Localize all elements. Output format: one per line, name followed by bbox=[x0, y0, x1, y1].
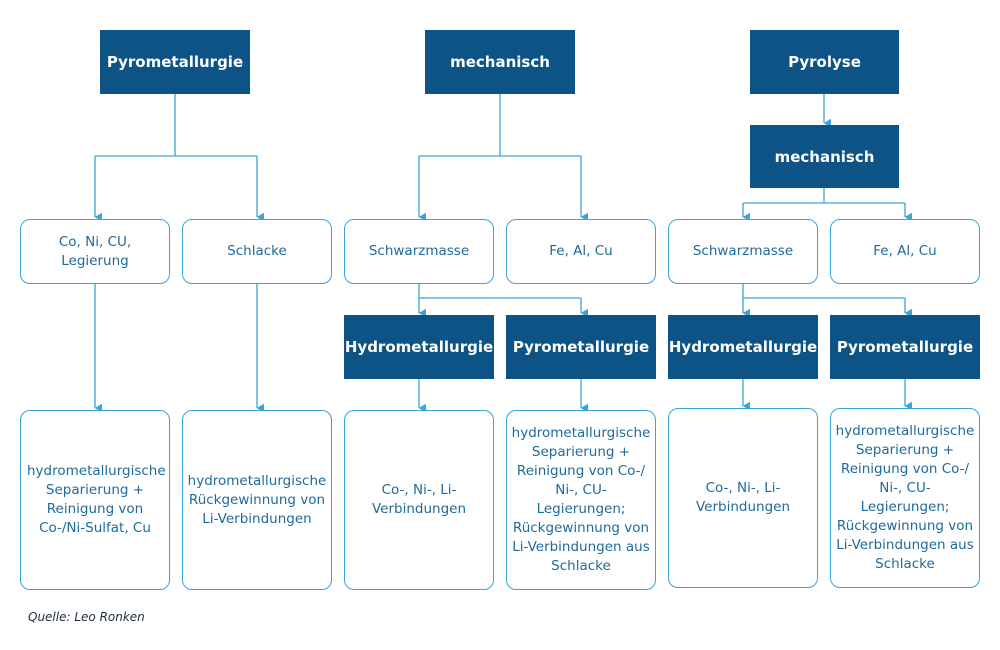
source-caption: Quelle: Leo Ronken bbox=[28, 610, 145, 624]
col3-top-pyrolyse: Pyrolyse bbox=[750, 30, 899, 94]
col1-result-2: hydrometallurgische Rückgewinnung von Li… bbox=[182, 410, 332, 590]
col1-branch-slag: Schlacke bbox=[182, 219, 332, 284]
col2-process-pyrometallurgie: Pyrometallurgie bbox=[506, 315, 656, 379]
col1-result-1: hydrometallurgische Separierung + Reinig… bbox=[20, 410, 170, 590]
col3-process-pyrometallurgie: Pyrometallurgie bbox=[830, 315, 980, 379]
col2-branch-blackmass: Schwarzmasse bbox=[344, 219, 494, 284]
col2-result-1: Co-, Ni-, Li-Verbindungen bbox=[344, 410, 494, 590]
col2-top-mechanisch: mechanisch bbox=[425, 30, 575, 94]
col2-branch-metals: Fe, Al, Cu bbox=[506, 219, 656, 284]
col3-result-1: Co-, Ni-, Li-Verbindungen bbox=[668, 408, 818, 588]
col1-top-pyrometallurgie: Pyrometallurgie bbox=[100, 30, 250, 94]
col2-result-2: hydrometallurgische Separierung + Reinig… bbox=[506, 410, 656, 590]
col3-result-2: hydrometallurgische Separierung + Reinig… bbox=[830, 408, 980, 588]
col1-branch-alloy: Co, Ni, CU, Legierung bbox=[20, 219, 170, 284]
col2-process-hydrometallurgie: Hydrometallurgie bbox=[344, 315, 494, 379]
col3-process-hydrometallurgie: Hydrometallurgie bbox=[668, 315, 818, 379]
col3-branch-blackmass: Schwarzmasse bbox=[668, 219, 818, 284]
col3-branch-metals: Fe, Al, Cu bbox=[830, 219, 980, 284]
col3-second-mechanisch: mechanisch bbox=[750, 125, 899, 188]
